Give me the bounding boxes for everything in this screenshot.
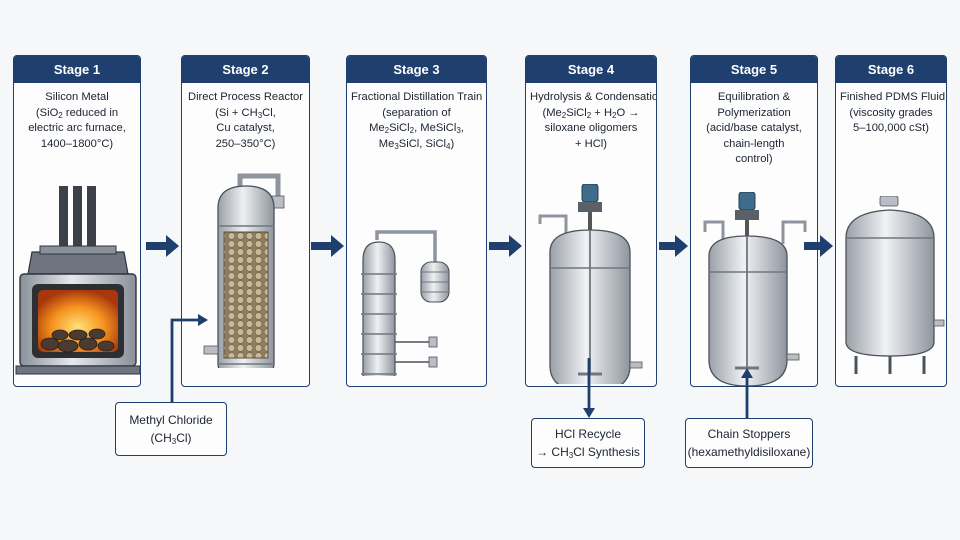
stage-3-header: Stage 3: [347, 56, 486, 83]
stage-3-description: Fractional Distillation Train (separation…: [347, 83, 486, 152]
stage-1-header: Stage 1: [14, 56, 140, 83]
stage-description-line: Cu catalyst,: [216, 122, 275, 134]
arc-furnace-icon: [15, 186, 140, 375]
stage-description-line: (Me2SiCl2 + H2O →: [542, 106, 640, 120]
hcl-recycle-output-box: HCl Recycle → CH3Cl Synthesis: [531, 418, 645, 468]
stage-description-line: (viscosity grades: [849, 106, 933, 119]
stage-description-line: control): [735, 153, 773, 165]
stage-description-line: Me2SiCl2, MeSiCl3,: [369, 122, 464, 135]
flow-arrow-3-4: [489, 235, 522, 257]
flow-arrow-2-3: [311, 235, 344, 257]
stage-description-line: Finished PDMS Fluid: [840, 91, 946, 103]
stage-3-box: Stage 3 Fractional Distillation Train (se…: [346, 55, 487, 387]
chain-stoppers-input-box: Chain Stoppers (hexamethyldisiloxane): [685, 418, 813, 468]
stage-1-box: Stage 1 Silicon Metal (SiO2 reduced in ele…: [13, 55, 141, 387]
side-box-line: (hexamethyldisiloxane): [687, 445, 811, 459]
stage-6-description: Finished PDMS Fluid (viscosity grades 5–10…: [836, 83, 946, 137]
flow-arrow-5-6: [804, 235, 833, 257]
stage-2-header: Stage 2: [182, 56, 309, 83]
stage-description-line: Silicon Metal: [45, 91, 109, 103]
stage-description-line: (Si + CH3Cl,: [215, 106, 276, 120]
stage-description-line: + HCl): [574, 137, 607, 150]
stage-2-description: Direct Process Reactor (Si + CH3Cl, Cu cat…: [182, 83, 309, 152]
stage-description-line: Fractional Distillation Train: [351, 91, 483, 103]
stage-description-line: Hydrolysis & Condensation: [530, 91, 657, 103]
stage-6-header: Stage 6: [836, 56, 946, 83]
side-box-line: Methyl Chloride: [129, 413, 213, 427]
stage-description-line: Polymerization: [717, 106, 791, 119]
side-box-line: (CH3Cl): [150, 431, 192, 446]
stage-description-line: electric arc furnace,: [28, 122, 126, 134]
direct-reactor-icon: [203, 173, 285, 368]
stage-5-description: Equilibration & Polymerization (acid/base …: [691, 83, 817, 168]
stage-5-header: Stage 5: [691, 56, 817, 83]
stage-description-line: Direct Process Reactor: [187, 91, 304, 103]
stage-description-line: 1400–1800°C): [40, 137, 114, 150]
stage-description-line: Equilibration &: [717, 91, 791, 103]
side-box-line: Chain Stoppers: [707, 427, 791, 441]
distillation-train-icon: [361, 230, 450, 376]
stage-description-line: siloxane oligomers: [544, 122, 638, 134]
side-box-line: → CH3Cl Synthesis: [536, 445, 640, 460]
stage-description-line: 5–100,000 cSt): [853, 122, 929, 134]
side-box-line: HCl Recycle: [554, 427, 621, 441]
hcl-recycle-arrowhead: [583, 408, 595, 418]
stage-2-box: Stage 2 Direct Process Reactor (Si + CH3C…: [181, 55, 310, 387]
stage-1-description: Silicon Metal (SiO2 reduced in electric ar…: [14, 83, 140, 152]
stage-description-line: 250–350°C): [215, 137, 276, 150]
stage-4-header: Stage 4: [526, 56, 656, 83]
flow-arrow-1-2: [146, 235, 179, 257]
stage-description-line: chain-length: [723, 137, 785, 150]
stage-6-box: Stage 6 Finished PDMS Fluid (viscosity gr…: [835, 55, 947, 387]
storage-tank-icon: [845, 196, 945, 374]
stage-description-line: (SiO2 reduced in: [35, 106, 119, 120]
stage-5-box: Stage 5 Equilibration & Polymerization (ac…: [690, 55, 818, 387]
methyl-chloride-input-box: Methyl Chloride (CH3Cl): [115, 402, 227, 456]
stage-4-box: Stage 4 Hydrolysis & Condensation (Me2SiC…: [525, 55, 657, 387]
stage-4-description: Hydrolysis & Condensation (Me2SiCl2 + H2O…: [526, 83, 656, 152]
hydrolysis-vessel-icon: [538, 184, 643, 384]
polymerization-vessel-icon: [703, 192, 807, 386]
stage-description-line: Me3SiCl, SiCl4): [378, 137, 455, 151]
flow-arrow-4-5: [659, 235, 688, 257]
stage-description-line: (acid/base catalyst,: [706, 122, 802, 134]
stage-description-line: (separation of: [382, 106, 451, 119]
